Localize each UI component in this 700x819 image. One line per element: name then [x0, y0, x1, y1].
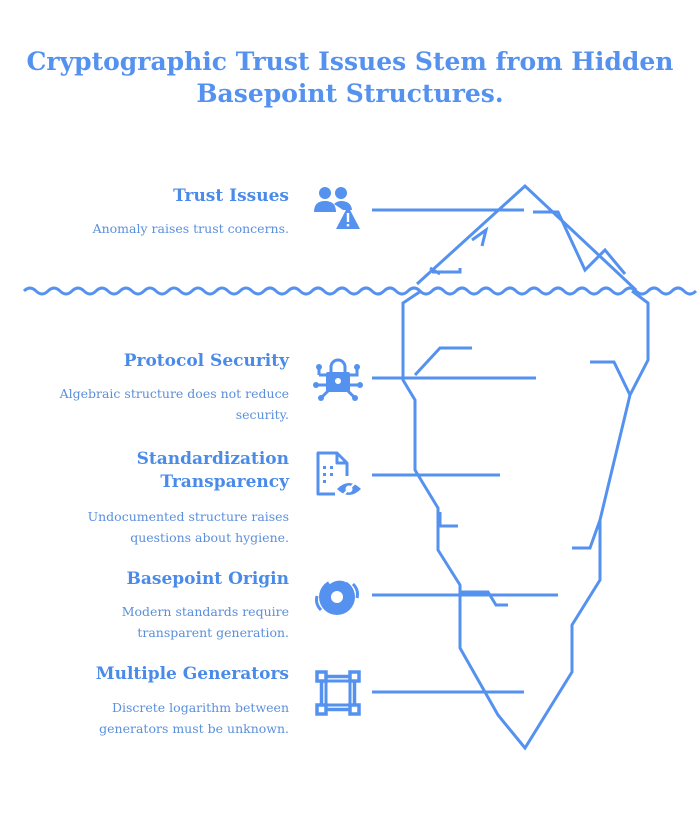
item-title-multiple-generators: Multiple Generators — [95, 664, 289, 684]
page-title: Cryptographic Trust Issues Stem from Hid… — [0, 46, 700, 110]
desc-line: Algebraic structure does not reduce — [59, 386, 289, 401]
desc-line: security. — [235, 407, 289, 422]
tip-ridge-right — [533, 210, 627, 275]
item-desc-multiple-generators: Discrete logarithm between generators mu… — [29, 697, 289, 739]
crack-3 — [438, 512, 458, 528]
item-title-protocol-security: Protocol Security — [123, 351, 289, 371]
lock-circuit-icon — [313, 358, 363, 401]
desc-line: generators must be unknown. — [99, 721, 289, 736]
origin-icon — [315, 577, 359, 615]
desc-line: Modern standards require — [121, 604, 289, 619]
item-title-standardization: Standardization Transparency — [29, 448, 289, 494]
tip-ridge-left — [429, 226, 489, 276]
item-desc-trust-issues: Anomaly raises trust concerns. — [29, 218, 289, 239]
desc-line: transparent generation. — [137, 625, 289, 640]
desc-line: Anomaly raises trust concerns. — [92, 221, 289, 236]
item-desc-basepoint-origin: Modern standards require transparent gen… — [29, 601, 289, 643]
desc-line: Discrete logarithm between — [111, 700, 289, 715]
crack-4 — [572, 519, 602, 550]
title-line: Transparency — [160, 472, 289, 492]
title-line: Standardization — [136, 449, 289, 469]
desc-line: questions about hygiene. — [130, 530, 289, 545]
title-line-1: Cryptographic Trust Issues Stem from Hid… — [26, 47, 674, 76]
item-desc-standardization: Undocumented structure raises questions … — [29, 506, 289, 548]
water-line — [22, 286, 698, 296]
crack-5 — [460, 590, 508, 607]
iceberg-tip — [415, 183, 638, 292]
desc-line: Undocumented structure raises — [87, 509, 289, 524]
title-line-2: Basepoint Structures. — [196, 79, 504, 108]
item-title-trust-issues: Trust Issues — [173, 186, 289, 206]
users-warning-icon — [314, 187, 360, 229]
document-eye-icon — [316, 451, 361, 496]
item-title-basepoint-origin: Basepoint Origin — [126, 569, 289, 589]
item-desc-protocol-security: Algebraic structure does not reduce secu… — [29, 383, 289, 425]
nodes-square-icon — [315, 670, 361, 716]
crack-1 — [413, 346, 472, 377]
crack-2 — [590, 360, 632, 396]
